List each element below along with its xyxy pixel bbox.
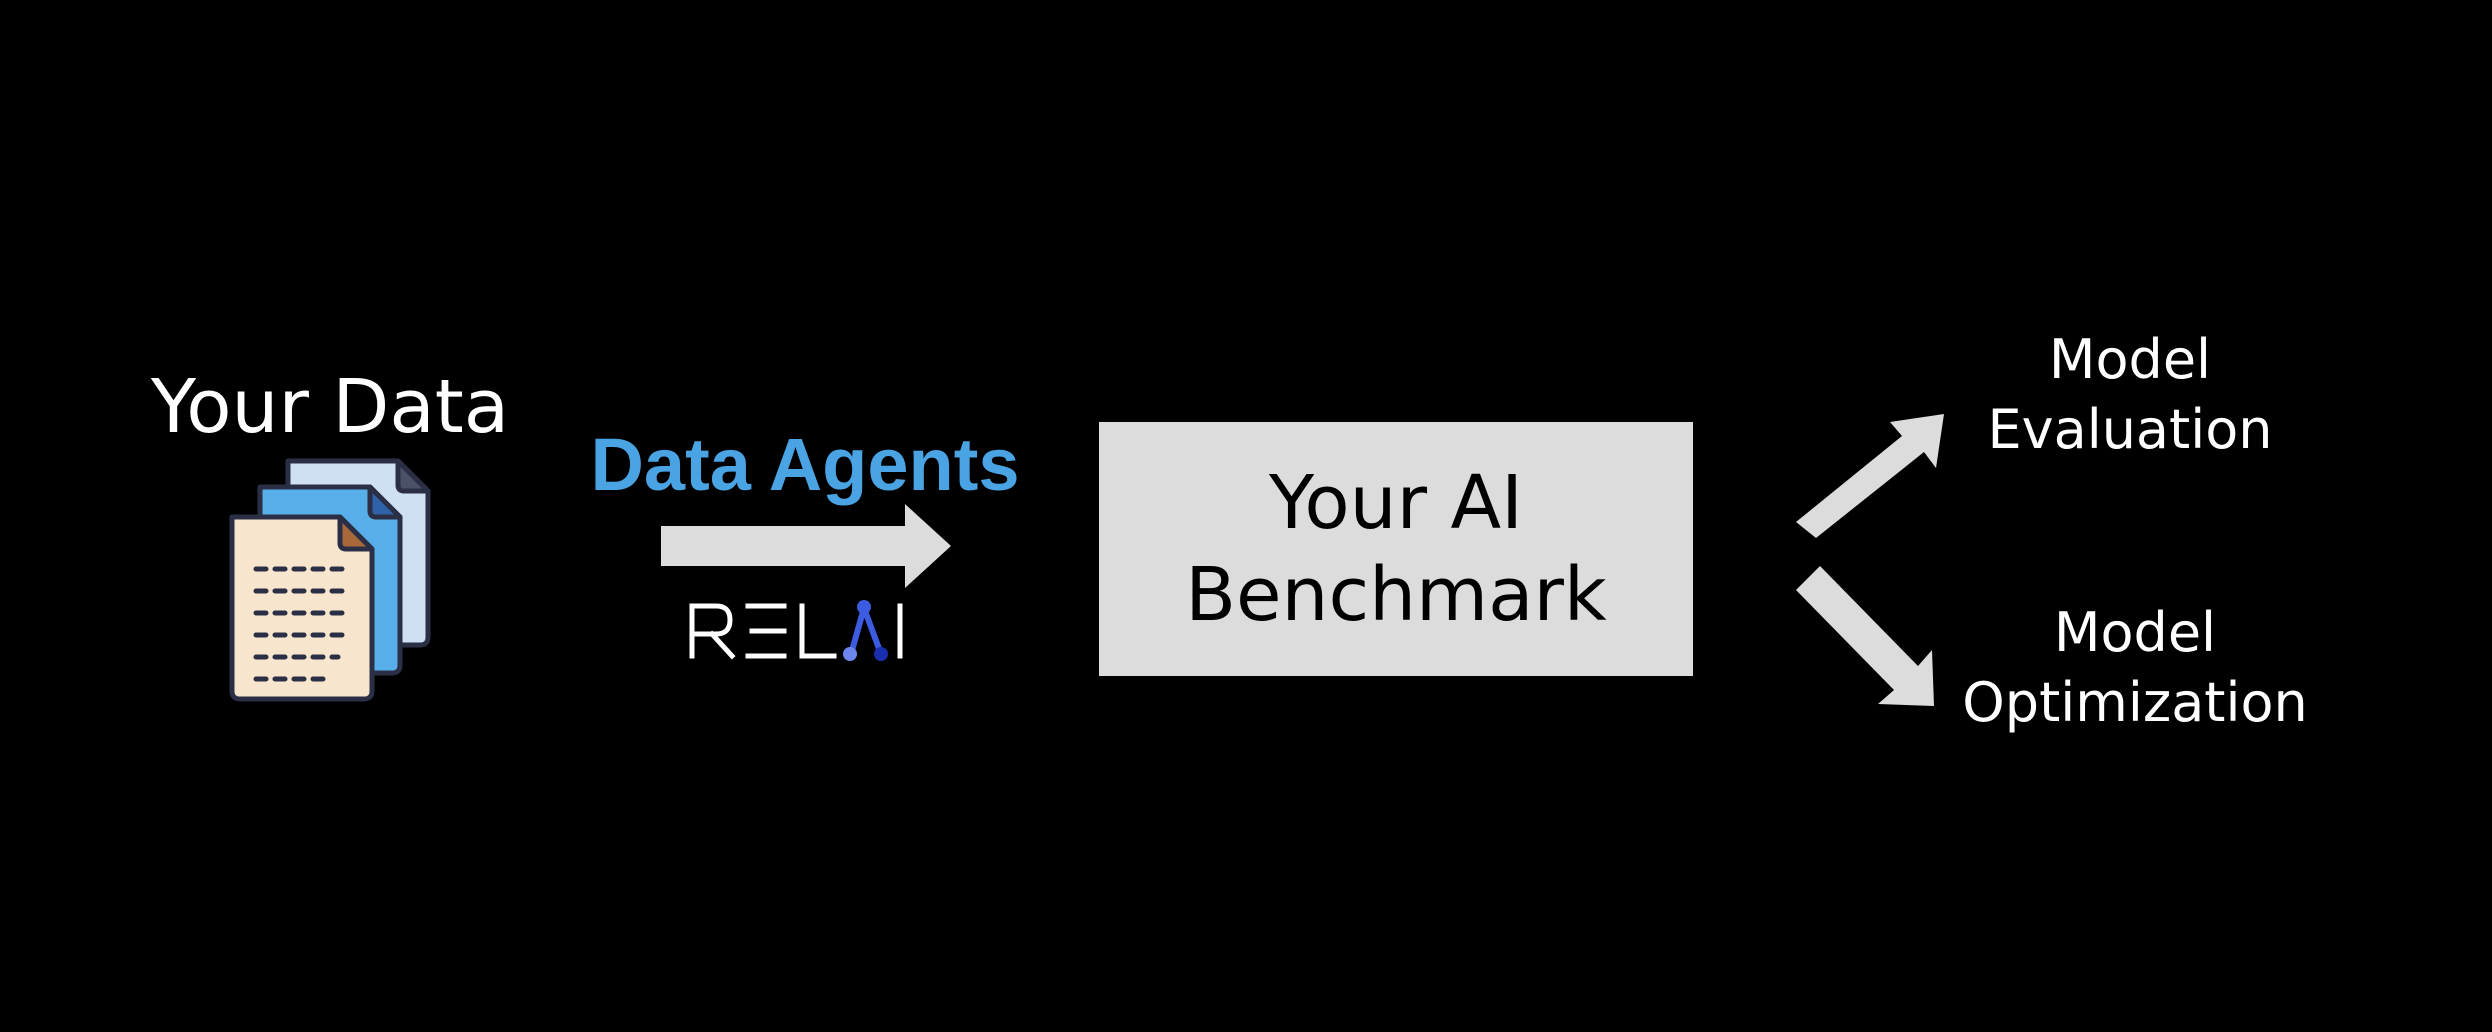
benchmark-label-line2: Benchmark bbox=[1185, 552, 1607, 638]
benchmark-label-line1: Your AI bbox=[1269, 460, 1523, 546]
optimization-label: Model Optimization bbox=[1915, 598, 2355, 738]
branch-arrows bbox=[1796, 414, 1944, 706]
agents-title: Data Agents bbox=[590, 423, 1020, 506]
optimization-label-line2: Optimization bbox=[1962, 671, 2308, 734]
optimization-label-line1: Model bbox=[2053, 601, 2217, 664]
down-right-arrow-icon bbox=[1796, 566, 1934, 706]
source-title: Your Data bbox=[150, 364, 510, 450]
relai-logo bbox=[689, 600, 903, 661]
right-arrow-icon bbox=[661, 504, 951, 588]
up-right-arrow-icon bbox=[1796, 414, 1944, 538]
evaluation-label-line1: Model bbox=[2048, 328, 2212, 391]
evaluation-label: Model Evaluation bbox=[1910, 325, 2350, 465]
stacked-documents-icon bbox=[229, 458, 431, 702]
evaluation-label-line2: Evaluation bbox=[1987, 398, 2273, 461]
benchmark-box: Your AI Benchmark bbox=[1099, 422, 1693, 676]
